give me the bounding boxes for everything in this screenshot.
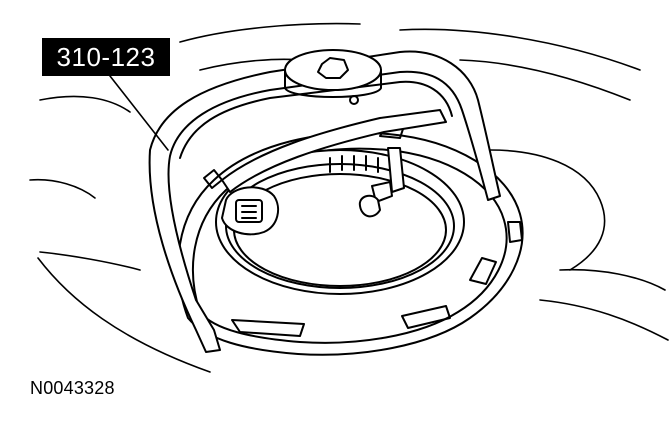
special-tool-310-123 xyxy=(148,49,501,353)
tank-surface-contours xyxy=(29,22,669,373)
electrical-connector xyxy=(221,186,280,236)
callout-leader-line xyxy=(109,75,169,151)
figure-id: N0043328 xyxy=(30,378,115,398)
fuel-line-nipple xyxy=(358,147,405,218)
tool-number-label: 310-123 xyxy=(42,38,170,76)
